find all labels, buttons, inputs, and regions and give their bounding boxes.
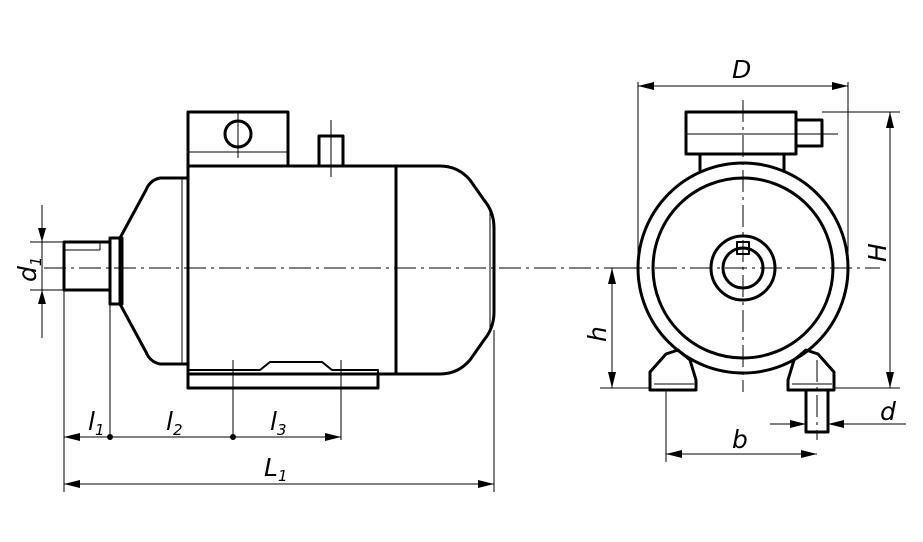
dimension-labels: D H h b d d1 l1 l2 l3 L1 [13,55,896,485]
foot-base [186,372,380,390]
front-end-shield [118,176,190,366]
end-view [620,100,880,440]
end-foot-left [648,348,698,392]
label-d: d [880,397,896,426]
dimensions [30,82,906,492]
end-terminal-box [684,110,798,156]
label-h: h [583,326,612,342]
label-l2: l2 [166,407,183,439]
label-H: H [863,243,892,262]
label-b: b [732,425,748,454]
foot-recess [187,361,379,388]
label-D: D [732,55,751,84]
fan-cowl [394,164,496,376]
label-L1: L1 [264,453,287,485]
label-l3: l3 [270,407,287,439]
stator-body [186,164,398,376]
shaft [62,240,112,292]
side-view [44,110,640,440]
label-d1: d1 [13,257,45,282]
label-l1: l1 [88,407,105,439]
